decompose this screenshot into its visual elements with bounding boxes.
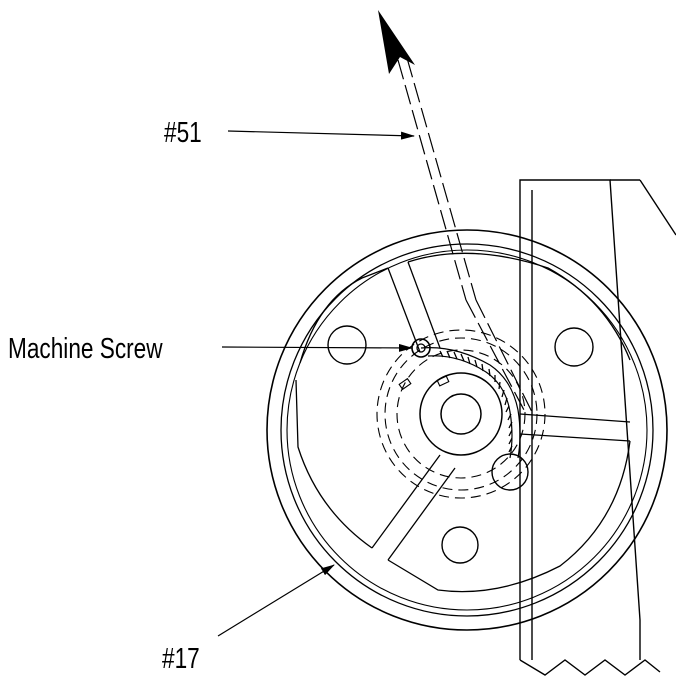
pulley-wheel: [266, 229, 668, 631]
cable-spring-assembly: [411, 338, 521, 459]
leader-line-17: [217, 564, 335, 637]
belt-path-51: [397, 57, 533, 413]
label-machine-screw: Machine Screw: [8, 331, 163, 364]
bolt-hole-lower: [441, 526, 479, 564]
label-part-51: #51: [164, 115, 202, 148]
pulley-inner-rim: [280, 243, 654, 617]
mounting-bracket: [519, 179, 676, 676]
pulley-outer-rim: [266, 229, 668, 631]
hub-bore: [440, 393, 482, 435]
leader-line-machine-screw: [221, 343, 413, 352]
bolt-hole-upper-left: [327, 325, 367, 365]
label-part-17: #17: [162, 641, 200, 674]
hub-outer: [419, 372, 503, 456]
bolt-hole-lower-right: [491, 453, 529, 491]
leader-line-51: [227, 130, 415, 140]
pulley-spokes: [295, 252, 631, 593]
bolt-hole-upper-right: [554, 327, 594, 367]
leader-lines: [217, 130, 415, 637]
belt-direction-arrowhead: [378, 10, 415, 74]
